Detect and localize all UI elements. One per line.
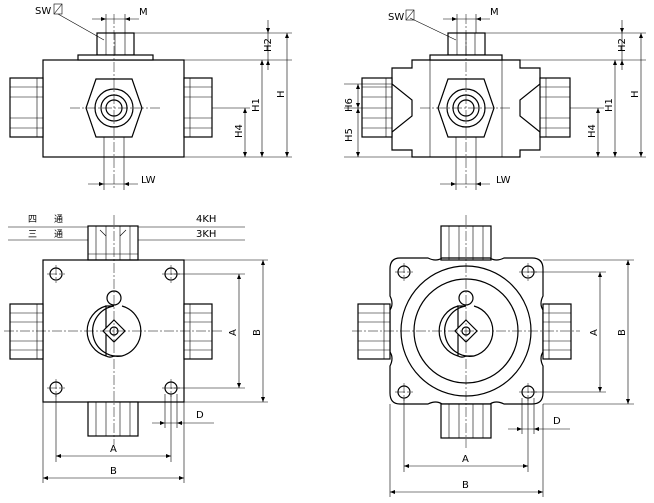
h4-label: H4 (234, 124, 245, 138)
side-port-left (361, 77, 393, 138)
legend-row-3way-char2: 通 (54, 229, 63, 240)
b-horizontal-label: B (462, 480, 469, 491)
front-view-plain: SW M H2 H1 H H4 (9, 3, 292, 190)
h5-label: H5 (344, 128, 355, 142)
h2-label: H2 (263, 38, 274, 52)
stem (447, 32, 486, 56)
stem (96, 32, 135, 56)
h1-label: H1 (604, 98, 615, 112)
lw-label: LW (496, 175, 511, 186)
b-horizontal-label: B (110, 466, 117, 477)
valve-body-relief (391, 59, 541, 158)
legend-row-4way-char1: 四 (28, 215, 37, 225)
top-view-round: A B D A B (352, 215, 634, 497)
h1-label: H1 (251, 98, 262, 112)
sw-symbol (405, 9, 415, 21)
b-vertical-label: B (252, 329, 263, 336)
side-port-right (539, 77, 571, 138)
d-label: D (553, 416, 561, 427)
side-port-left (9, 303, 44, 360)
h4-label: H4 (587, 124, 598, 138)
legend-row-3way-char1: 三 (28, 230, 37, 240)
lw-label: LW (141, 175, 156, 186)
legend-row-4way-char2: 通 (54, 214, 63, 225)
side-port-right (183, 77, 213, 138)
side-port-left (9, 77, 44, 138)
top-view-square: A B D A B (4, 215, 268, 483)
legend-row-3way-code: 3KH (196, 229, 216, 240)
a-vertical-label: A (228, 329, 239, 336)
h2-label: H2 (617, 38, 628, 52)
side-port-right (183, 303, 213, 360)
bottom-port (87, 401, 139, 437)
m-label: M (490, 7, 499, 18)
a-horizontal-label: A (462, 454, 469, 465)
top-port (87, 225, 139, 261)
a-horizontal-label: A (110, 444, 117, 455)
h6-label: H6 (344, 98, 355, 112)
side-port-left (357, 303, 391, 360)
sw-label: SW (35, 6, 51, 17)
h-label: H (276, 90, 287, 98)
b-vertical-label: B (617, 329, 628, 336)
sw-label: SW (388, 12, 404, 23)
m-label: M (139, 7, 148, 18)
d-label: D (196, 410, 204, 421)
stem-flange (77, 54, 154, 61)
a-vertical-label: A (589, 329, 600, 336)
sw-symbol (53, 3, 63, 15)
front-view-relief: SW M H2 H1 H H4 H6 (344, 7, 646, 190)
legend-row-4way-code: 4KH (196, 214, 216, 225)
side-port-right (542, 303, 572, 360)
h-label: H (630, 90, 641, 98)
